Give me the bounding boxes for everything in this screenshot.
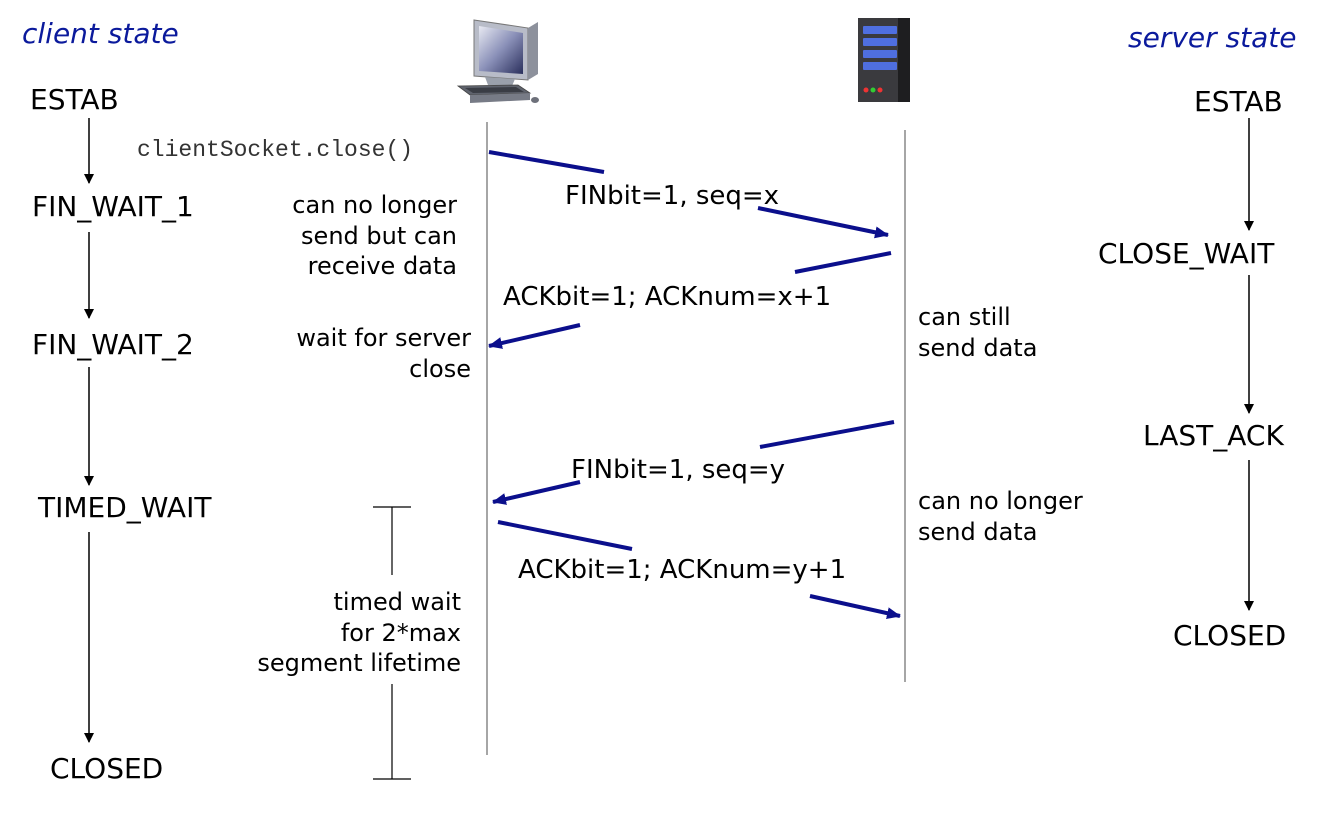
server-state-header: server state xyxy=(1128,21,1297,54)
ack-server-arrow xyxy=(488,323,581,349)
note-line: timed wait xyxy=(333,588,462,616)
client-socket-close-call: clientSocket.close() xyxy=(137,137,414,163)
client-state-fin-wait-1: FIN_WAIT_1 xyxy=(32,190,194,223)
ack-server-arrow xyxy=(794,251,892,274)
ack-server-label: ACKbit=1; ACKnum=x+1 xyxy=(503,282,832,312)
fin-server-arrow xyxy=(492,480,581,505)
fin-server-arrow xyxy=(759,420,895,449)
note-line: send but can xyxy=(301,221,457,250)
client-state-header: client state xyxy=(22,17,179,50)
note-line: for 2*max xyxy=(340,618,461,647)
desktop-computer-icon xyxy=(456,19,539,103)
server-state-last-ack: LAST_ACK xyxy=(1143,419,1284,452)
note-line: can no longer xyxy=(918,487,1083,515)
note-fin-wait-1: can no longer send but can receive data xyxy=(292,190,457,282)
note-fin-wait-2: wait for server close xyxy=(296,323,471,384)
server-tower-icon xyxy=(858,18,910,102)
fin-client-arrow xyxy=(757,206,889,239)
ack-client-arrow xyxy=(497,520,633,551)
fin-client-label: FINbit=1, seq=x xyxy=(565,181,780,211)
client-state-timed-wait: TIMED_WAIT xyxy=(38,491,212,524)
ack-client-arrow xyxy=(809,594,901,620)
client-state-estab: ESTAB xyxy=(30,83,119,116)
note-line: can no longer xyxy=(292,191,457,219)
note-server-no-longer-send: can no longer send data xyxy=(918,486,1083,547)
note-line: send data xyxy=(918,517,1038,546)
note-line: segment lifetime xyxy=(257,649,461,678)
fin-client-arrow xyxy=(488,150,605,174)
server-state-close-wait: CLOSE_WAIT xyxy=(1098,237,1275,270)
note-timed-wait: timed wait for 2*max segment lifetime xyxy=(257,587,461,679)
ack-client-label: ACKbit=1; ACKnum=y+1 xyxy=(518,555,847,585)
note-line: send data xyxy=(918,333,1038,362)
note-line: close xyxy=(409,354,471,383)
note-server-still-send: can still send data xyxy=(918,302,1037,363)
server-state-estab: ESTAB xyxy=(1194,85,1283,118)
note-line: can still xyxy=(918,303,1011,331)
fin-server-label: FINbit=1, seq=y xyxy=(571,455,786,485)
note-line: wait for server xyxy=(296,324,471,352)
server-state-closed: CLOSED xyxy=(1173,619,1287,652)
note-line: receive data xyxy=(307,252,457,281)
client-state-fin-wait-2: FIN_WAIT_2 xyxy=(32,328,194,361)
client-state-closed: CLOSED xyxy=(50,752,164,785)
